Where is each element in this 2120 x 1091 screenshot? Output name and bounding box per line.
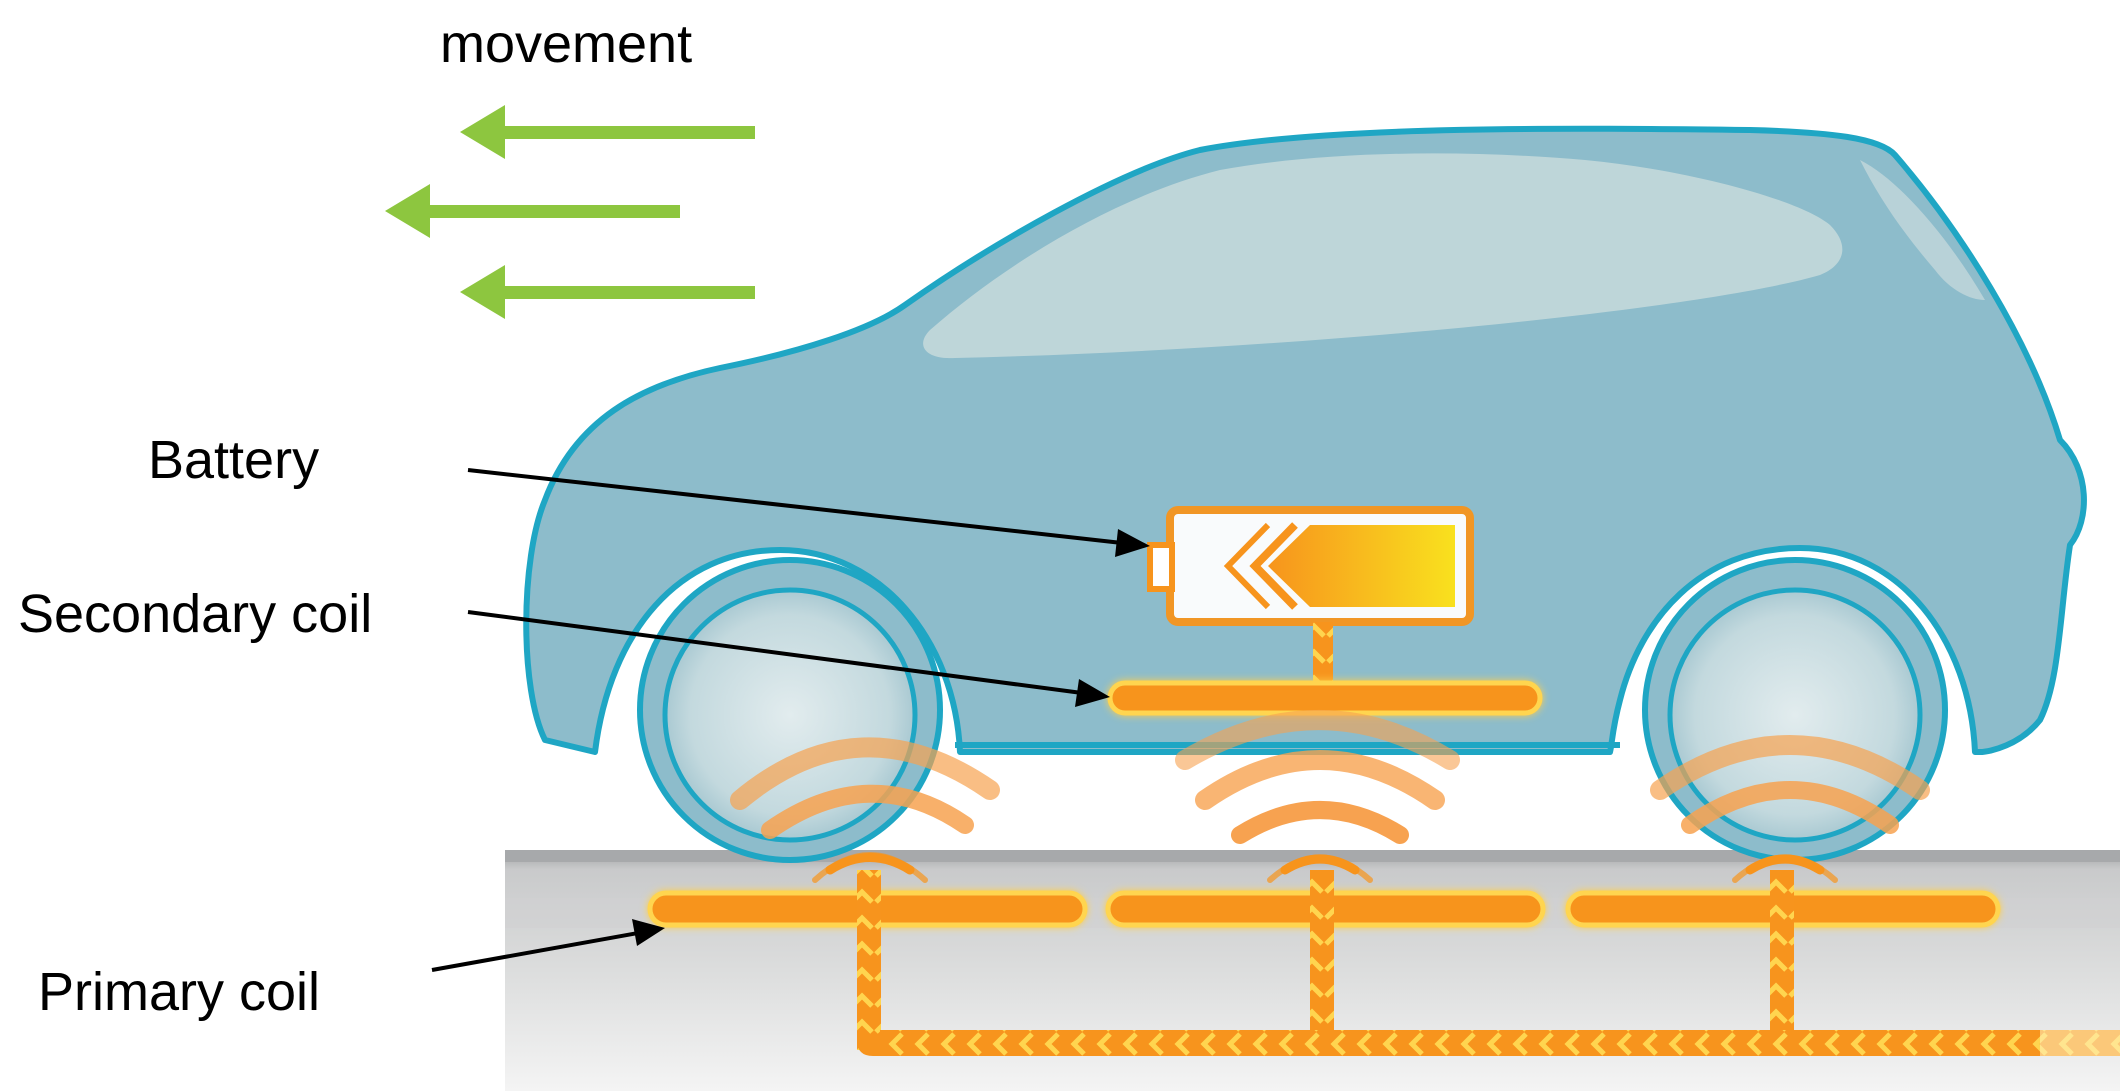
- movement-arrow: [385, 184, 680, 238]
- movement-arrows: [385, 105, 755, 319]
- movement-arrow: [460, 105, 755, 159]
- rear-wheel: [1642, 557, 1948, 863]
- primary-coil-label: Primary coil: [38, 962, 320, 1022]
- car-window-rear: [1860, 160, 1985, 300]
- secondary-coil: [1107, 680, 1543, 716]
- movement-arrow: [460, 265, 755, 319]
- car-window: [923, 153, 1843, 359]
- battery-link: [1313, 622, 1333, 694]
- battery-pointer: [467, 468, 1150, 557]
- secondary-coil-label: Secondary coil: [18, 584, 372, 644]
- movement-label: movement: [440, 14, 692, 74]
- primary-coil-pointer: [431, 919, 665, 972]
- power-feed: [857, 870, 2120, 1056]
- wireless-wave-rear: [1650, 735, 1930, 883]
- secondary-coil-pointer: [467, 610, 1110, 707]
- battery-icon: [1147, 506, 1474, 626]
- battery-label: Battery: [148, 430, 319, 490]
- wireless-wave-middle: [1175, 710, 1460, 883]
- pointer-arrows: [431, 468, 1150, 972]
- wireless-wave-front: [730, 737, 1000, 883]
